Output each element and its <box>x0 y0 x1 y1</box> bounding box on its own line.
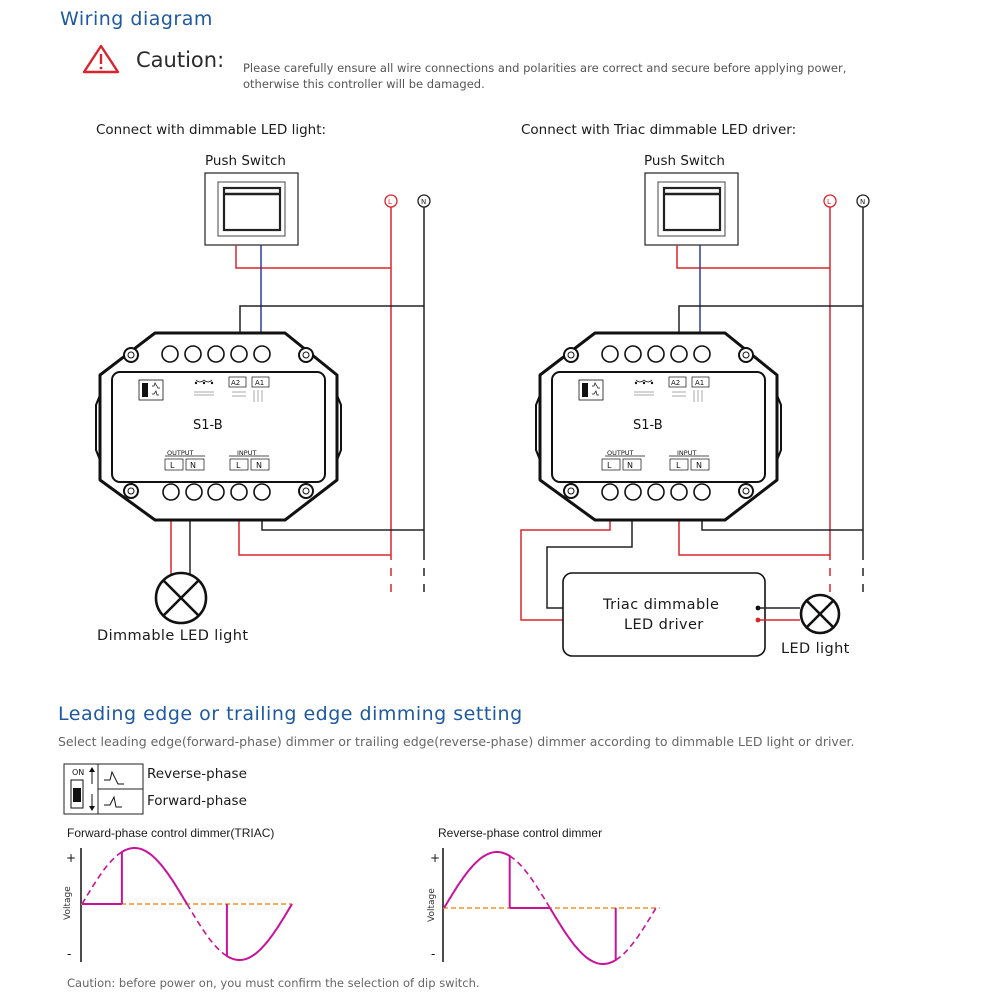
left-output-label: OUTPUT <box>167 449 194 457</box>
dimming-title: Leading edge or trailing edge dimming se… <box>58 703 523 725</box>
rev-minus-label: - <box>431 947 435 961</box>
driver-line-2: LED driver <box>624 617 704 633</box>
forward-phase-label: Forward-phase <box>147 793 247 809</box>
caution-line-2: otherwise this controller will be damage… <box>243 77 485 91</box>
left-heading: Connect with dimmable LED light: <box>96 122 327 138</box>
right-device-name: S1-B <box>633 418 663 433</box>
right-out-l: L <box>607 461 612 470</box>
right-in-l: L <box>676 461 681 470</box>
dimming-description: Select leading edge(forward-phase) dimme… <box>58 734 855 749</box>
left-out-n: N <box>190 461 196 470</box>
fwd-minus-label: - <box>67 947 71 961</box>
right-lamp-icon <box>799 593 841 635</box>
reverse-graph-title: Reverse-phase control dimmer <box>438 826 603 840</box>
caution-label: Caution: <box>136 48 225 72</box>
left-in-n: N <box>256 461 262 470</box>
rev-voltage-label: Voltage <box>427 888 437 922</box>
left-l-label: L <box>388 198 392 206</box>
dip-switch-icon <box>63 763 144 815</box>
left-controller <box>95 331 342 522</box>
triac-driver-box <box>562 572 766 657</box>
right-l-label: L <box>827 198 831 206</box>
right-out-n: N <box>627 461 633 470</box>
right-heading: Connect with Triac dimmable LED driver: <box>521 122 797 138</box>
warning-icon <box>82 44 120 74</box>
rev-plus-label: + <box>430 851 440 865</box>
left-input-label: INPUT <box>237 449 256 457</box>
right-a1: A1 <box>695 379 704 387</box>
forward-phase-graph <box>80 847 293 962</box>
footer-caution: Caution: before power on, you must confi… <box>67 976 480 990</box>
driver-line-1: Triac dimmable <box>603 597 720 613</box>
switch-on-label: ON <box>72 768 84 777</box>
left-n-label: N <box>421 198 426 206</box>
fwd-voltage-label: Voltage <box>63 886 73 920</box>
left-a2: A2 <box>231 379 240 387</box>
right-input-label: INPUT <box>677 449 696 457</box>
right-controller <box>535 331 782 522</box>
right-n-label: N <box>860 198 865 206</box>
right-a2: A2 <box>671 379 680 387</box>
left-a1: A1 <box>255 379 264 387</box>
left-wiring-diagram <box>95 172 431 625</box>
wiring-diagram-title: Wiring diagram <box>60 8 213 30</box>
left-out-l: L <box>170 461 175 470</box>
reverse-phase-label: Reverse-phase <box>147 766 247 782</box>
right-wiring-diagram <box>520 172 870 657</box>
left-device-name: S1-B <box>193 418 223 433</box>
right-load-label: LED light <box>781 641 850 657</box>
right-output-label: OUTPUT <box>607 449 634 457</box>
left-push-switch-label: Push Switch <box>205 153 286 169</box>
left-load-label: Dimmable LED light <box>97 628 249 644</box>
caution-line-1: Please carefully ensure all wire connect… <box>243 61 847 75</box>
fwd-plus-label: + <box>66 851 76 865</box>
left-lamp-icon <box>154 571 208 625</box>
reverse-phase-graph <box>442 848 660 965</box>
right-in-n: N <box>696 461 702 470</box>
forward-graph-title: Forward-phase control dimmer(TRIAC) <box>67 826 275 840</box>
left-in-l: L <box>236 461 241 470</box>
right-push-switch-label: Push Switch <box>644 153 725 169</box>
